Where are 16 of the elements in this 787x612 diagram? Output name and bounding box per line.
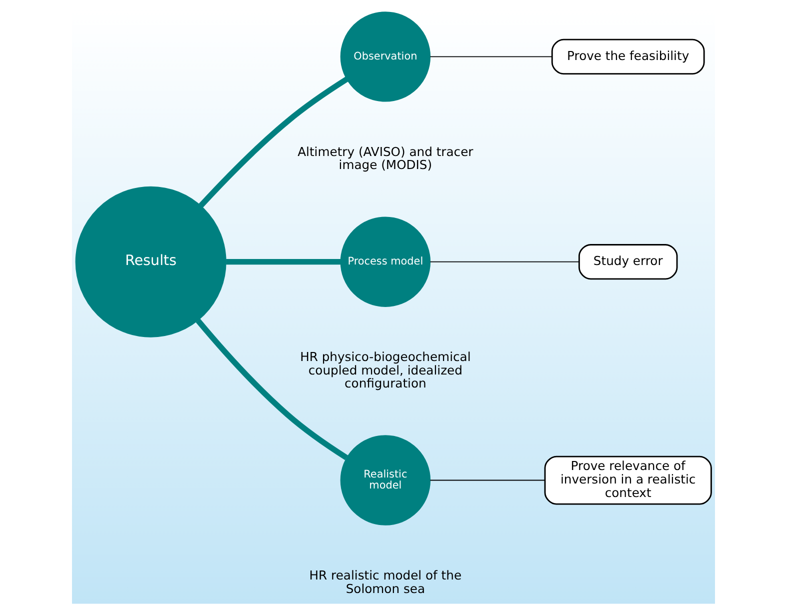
node-circle: Results bbox=[75, 186, 226, 338]
node-circle: Process model bbox=[340, 216, 431, 307]
connector bbox=[430, 480, 546, 481]
node-circle: Observation bbox=[340, 12, 431, 102]
connector bbox=[226, 258, 341, 265]
connector bbox=[196, 318, 348, 460]
node-label: HR realistic model of the Solomon sea bbox=[309, 568, 462, 596]
node-box: Study error bbox=[578, 244, 678, 280]
node-box: Prove relevance of inversion in a realistic context bbox=[544, 456, 712, 505]
connector bbox=[430, 261, 580, 262]
node-label: HR physico-biogeochemical coupled model, idealized configuration bbox=[300, 350, 471, 391]
node-circle: Realistic model bbox=[340, 435, 431, 526]
connector bbox=[430, 56, 552, 58]
node-label: Altimetry (AVISO) and tracer image (MODIS) bbox=[298, 144, 474, 172]
node-box: Prove the feasibility bbox=[551, 38, 705, 74]
connector bbox=[198, 76, 348, 208]
